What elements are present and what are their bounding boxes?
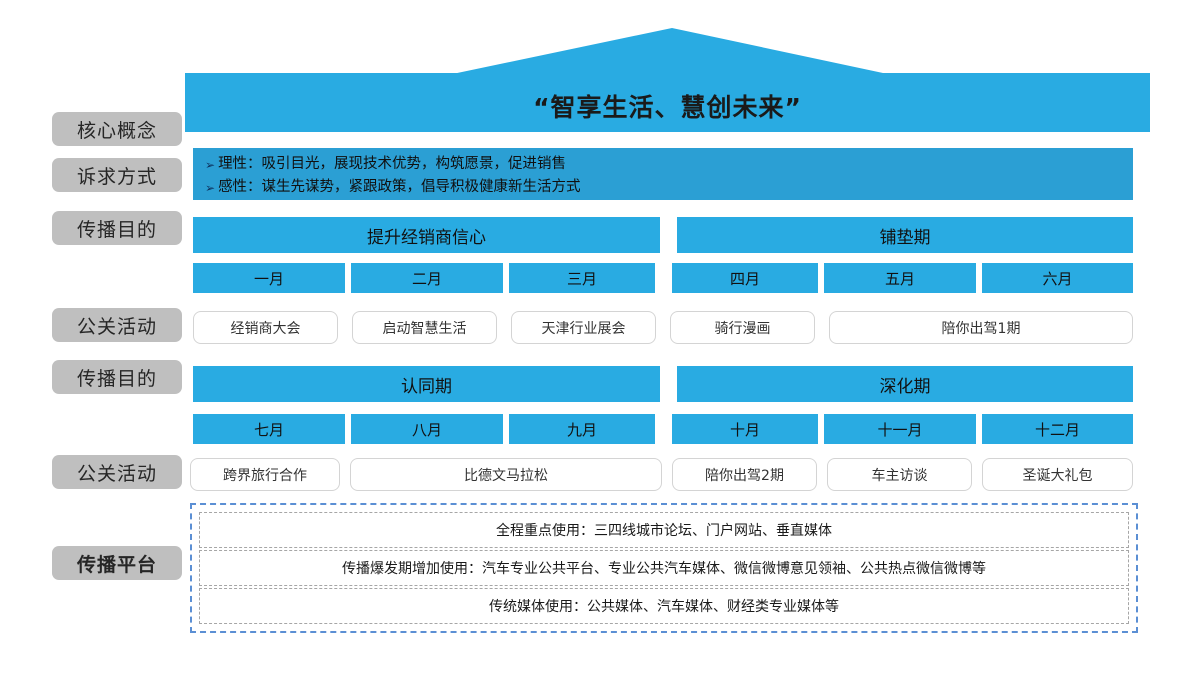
platform-row-1: 全程重点使用：三四线城市论坛、门户网站、垂直媒体 (199, 512, 1129, 548)
row-label-pr-activity-2: 公关活动 (52, 455, 182, 489)
phase-bar-h1-1: 提升经销商信心 (193, 217, 660, 253)
activity-box-h1-5[interactable]: 陪你出驾1期 (829, 311, 1133, 344)
month-bar-aug: 八月 (351, 414, 503, 444)
month-bar-nov: 十一月 (824, 414, 976, 444)
activity-box-h1-4[interactable]: 骑行漫画 (670, 311, 815, 344)
month-bar-apr: 四月 (672, 263, 818, 293)
activity-box-h1-2[interactable]: 启动智慧生活 (352, 311, 497, 344)
banner-shape: “智享生活、慧创未来” (185, 28, 1150, 136)
month-bar-dec: 十二月 (982, 414, 1133, 444)
appeal-line-rational-text: 理性：吸引目光，展现技术优势，构筑愿景，促进销售 (218, 156, 567, 172)
activity-box-h2-3[interactable]: 陪你出驾2期 (672, 458, 817, 491)
row-label-comm-platform: 传播平台 (52, 546, 182, 580)
phase-bar-h2-2: 深化期 (677, 366, 1133, 402)
month-bar-jan: 一月 (193, 263, 345, 293)
month-bar-jun: 六月 (982, 263, 1133, 293)
month-bar-mar: 三月 (509, 263, 655, 293)
phase-bar-h2-1: 认同期 (193, 366, 660, 402)
bullet-arrow-icon: ➢ (205, 157, 216, 172)
activity-box-h2-4[interactable]: 车主访谈 (827, 458, 972, 491)
activity-box-h1-1[interactable]: 经销商大会 (193, 311, 338, 344)
month-bar-sep: 九月 (509, 414, 655, 444)
row-label-core-concept: 核心概念 (52, 112, 182, 146)
phase-bar-h1-2: 铺垫期 (677, 217, 1133, 253)
row-label-comm-purpose-2: 传播目的 (52, 360, 182, 394)
activity-box-h2-2[interactable]: 比德文马拉松 (350, 458, 662, 491)
activity-box-h2-5[interactable]: 圣诞大礼包 (982, 458, 1133, 491)
month-bar-feb: 二月 (351, 263, 503, 293)
platform-row-3: 传统媒体使用：公共媒体、汽车媒体、财经类专业媒体等 (199, 588, 1129, 624)
banner-slogan: “智享生活、慧创未来” (533, 93, 802, 122)
row-label-appeal-method: 诉求方式 (52, 158, 182, 192)
activity-box-h1-3[interactable]: 天津行业展会 (511, 311, 656, 344)
row-label-comm-purpose-1: 传播目的 (52, 211, 182, 245)
bullet-arrow-icon: ➢ (205, 180, 216, 195)
month-bar-oct: 十月 (672, 414, 818, 444)
communication-platform-box: 全程重点使用：三四线城市论坛、门户网站、垂直媒体 传播爆发期增加使用：汽车专业公… (190, 503, 1138, 633)
platform-row-2: 传播爆发期增加使用：汽车专业公共平台、专业公共汽车媒体、微信微博意见领袖、公共热… (199, 550, 1129, 586)
appeal-line-emotional: ➢ 感性：谋生先谋势，紧跟政策，倡导积极健康新生活方式 (205, 176, 1121, 199)
activity-box-h2-1[interactable]: 跨界旅行合作 (190, 458, 340, 491)
month-bar-jul: 七月 (193, 414, 345, 444)
row-label-pr-activity-1: 公关活动 (52, 308, 182, 342)
month-bar-may: 五月 (824, 263, 976, 293)
appeal-line-rational: ➢ 理性：吸引目光，展现技术优势，构筑愿景，促进销售 (205, 153, 1121, 176)
appeal-line-emotional-text: 感性：谋生先谋势，紧跟政策，倡导积极健康新生活方式 (218, 179, 581, 195)
appeal-method-box: ➢ 理性：吸引目光，展现技术优势，构筑愿景，促进销售 ➢ 感性：谋生先谋势，紧跟… (193, 148, 1133, 200)
banner-roof-icon (185, 28, 1150, 132)
